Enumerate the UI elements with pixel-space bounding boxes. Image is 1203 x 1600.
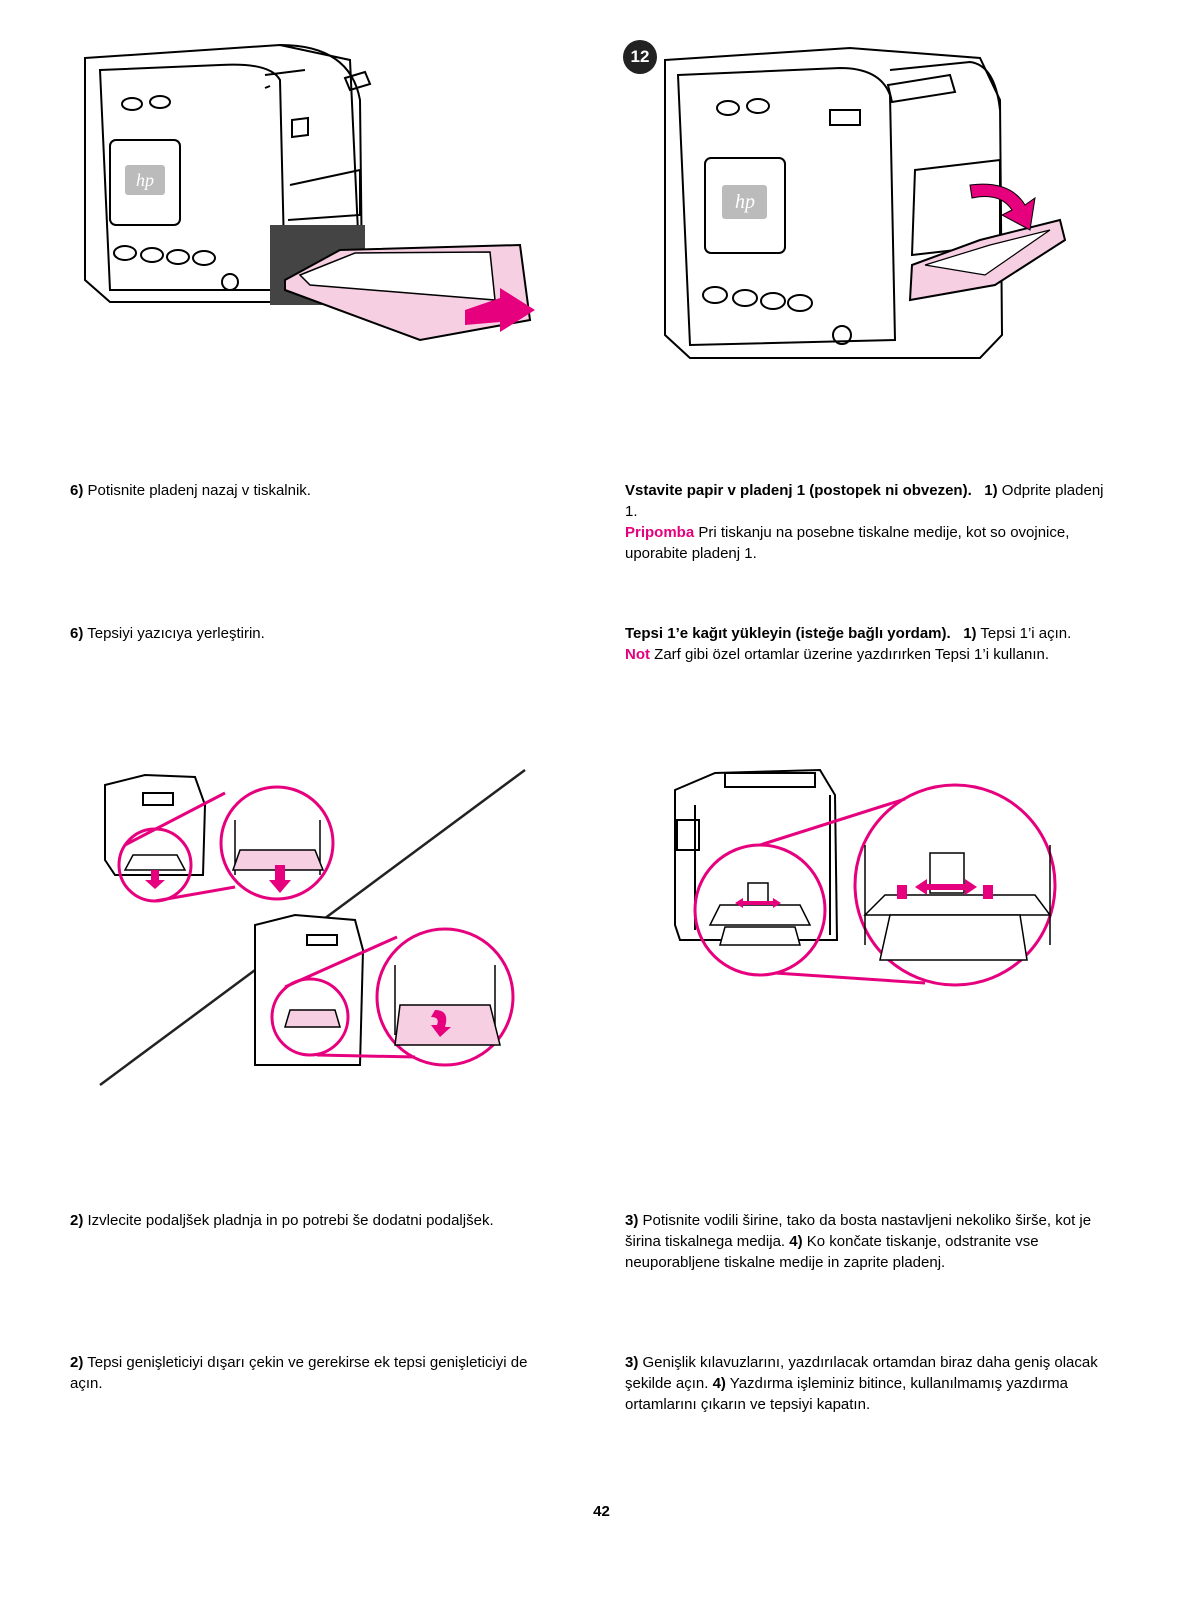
hp-logo: hp — [136, 170, 154, 190]
figure-printer-tray-push: hp — [70, 40, 550, 360]
step-number-badge: 12 — [623, 40, 657, 74]
page-number: 42 — [593, 1503, 610, 1520]
figure-printer-tray1-open: hp — [650, 40, 1080, 370]
sl-tray1-text: Vstavite papir v pladenj 1 (postopek ni … — [625, 482, 1104, 562]
tr-step34-text: 3) Genişlik kılavuzlarını, yazdırılacak … — [625, 1354, 1098, 1413]
figure-tray-extension — [95, 765, 535, 1095]
tr-step6-text: 6) Tepsiyi yazıcıya yerleştirin. — [70, 625, 265, 642]
figure-width-guides — [665, 765, 1075, 1015]
tr-tray1-text: Tepsi 1’e kağıt yükleyin (isteğe bağlı y… — [625, 625, 1072, 663]
sl-step34-text: 3) Potisnite vodili širine, tako da bost… — [625, 1212, 1092, 1271]
hp-logo: hp — [735, 191, 755, 213]
sl-step2-text: 2) Izvlecite podaljšek pladnja in po pot… — [70, 1212, 494, 1229]
sl-step6-text: 6) Potisnite pladenj nazaj v tiskalnik. — [70, 482, 311, 499]
tr-step2-text: 2) Tepsi genişleticiyi dışarı çekin ve g… — [70, 1354, 528, 1392]
